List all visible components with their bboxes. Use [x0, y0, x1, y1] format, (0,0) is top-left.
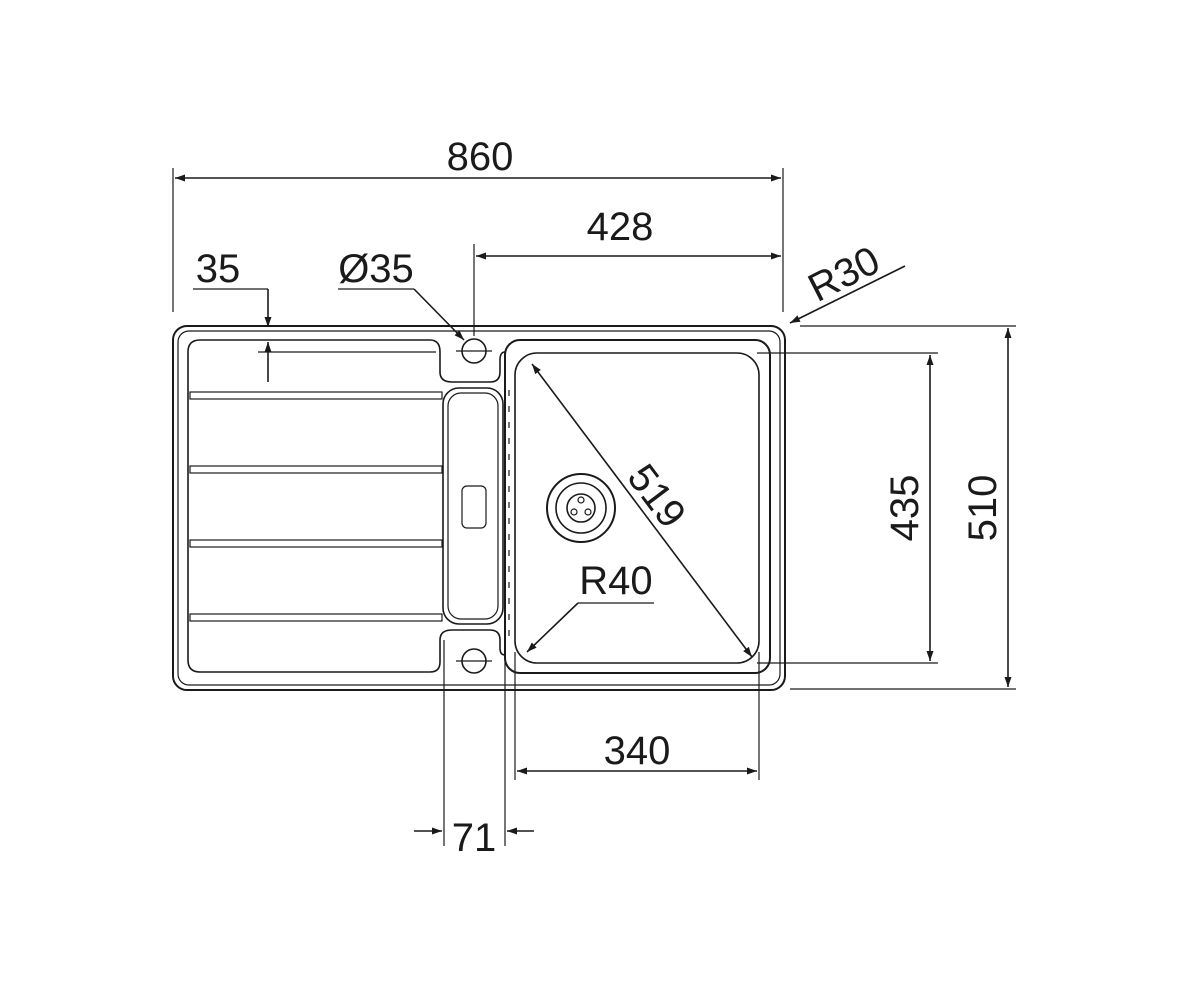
- label-divider-width: 71: [452, 816, 497, 860]
- drain-strainer-hole: [584, 508, 592, 516]
- drain-strainer-hole: [577, 496, 585, 504]
- label-overall-width: 860: [447, 135, 514, 179]
- drainer-rib: [189, 391, 443, 400]
- bowl-basin: [514, 352, 760, 664]
- drain-ring-mid: [555, 482, 607, 534]
- label-corner-radius: R30: [801, 238, 886, 311]
- divider-trough: [442, 387, 504, 625]
- drain-outlet: [546, 473, 616, 543]
- dim-r40-leader: [526, 602, 579, 653]
- label-bowl-width: 340: [604, 729, 671, 773]
- drainer-board: [187, 339, 506, 673]
- dim-tap-leader: [413, 288, 465, 341]
- bowl-rim: [504, 339, 771, 674]
- drainer-rib: [189, 539, 443, 548]
- sink-body: [172, 325, 786, 691]
- drainer-outline: [187, 339, 506, 673]
- label-tap-hole: Ø35: [338, 247, 414, 291]
- sink-inner-edge: [177, 330, 781, 686]
- drain-ring-outer: [546, 473, 616, 543]
- dim-519-line: [531, 363, 753, 658]
- dimension-lines: [172, 168, 1016, 846]
- dimension-labels: 860 428 35 Ø35 R30 519 R40 435 510 340 7…: [196, 135, 1005, 860]
- label-bowl-offset: 428: [587, 205, 654, 249]
- divider-channel: [442, 387, 504, 625]
- label-overall-depth: 510: [961, 475, 1005, 542]
- label-bowl-depth: 435: [883, 475, 927, 542]
- drain-strainer-hole: [570, 508, 578, 516]
- dim-r30-leader: [789, 265, 906, 324]
- drain-ring-inner: [566, 493, 596, 523]
- divider-trough-inner: [447, 392, 499, 620]
- drainer-ribs: [189, 391, 443, 622]
- drainer-rib: [189, 613, 443, 622]
- label-drainer-edge: 35: [196, 247, 241, 291]
- label-bowl-diagonal: 519: [619, 456, 694, 536]
- tap-holes: [456, 338, 492, 674]
- drainer-rib: [189, 465, 443, 474]
- sink-outer-edge: [172, 325, 786, 691]
- label-bowl-radius: R40: [579, 559, 652, 603]
- overflow-slot: [461, 485, 487, 529]
